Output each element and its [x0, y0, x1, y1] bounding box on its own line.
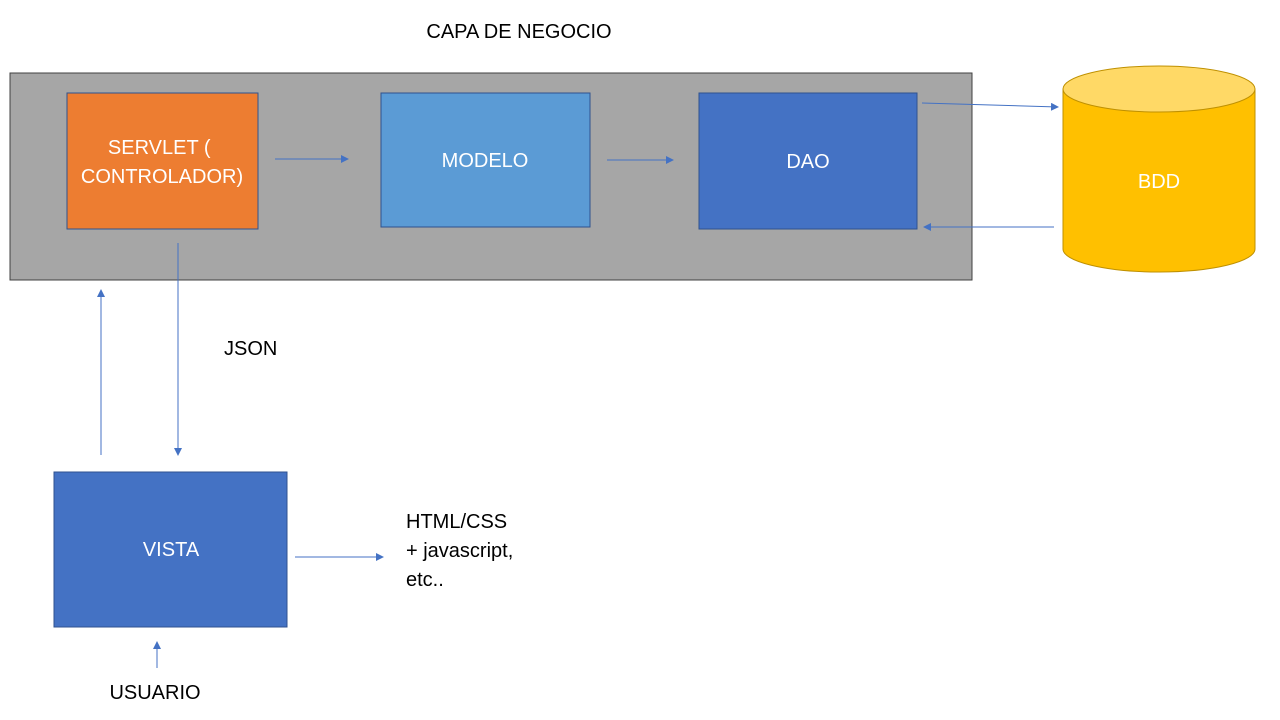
tech-label: HTML/CSS + javascript, etc.. — [406, 511, 519, 591]
bdd-database-icon: BDD — [1062, 65, 1256, 273]
servlet-label-line2: CONTROLADOR) — [81, 166, 243, 188]
tech-label-line2: + javascript, — [406, 540, 513, 562]
servlet-node: SERVLET ( CONTROLADOR) — [66, 92, 259, 230]
servlet-label-line1: SERVLET ( — [108, 137, 211, 159]
tech-label-line3: etc.. — [406, 569, 444, 591]
vista-node: VISTA — [53, 471, 288, 628]
tech-label-line1: HTML/CSS — [406, 511, 507, 533]
servlet-box — [66, 92, 259, 230]
bdd-cylinder-top — [1062, 65, 1256, 113]
usuario-label: USUARIO — [109, 682, 200, 704]
vista-label: VISTA — [143, 539, 200, 561]
layer-title: CAPA DE NEGOCIO — [426, 21, 611, 43]
vista-box — [53, 471, 288, 628]
bdd-label: BDD — [1138, 171, 1180, 193]
modelo-node: MODELO — [380, 92, 591, 228]
bdd-cylinder-body — [1062, 88, 1256, 273]
modelo-box — [380, 92, 591, 228]
dao-label: DAO — [786, 151, 829, 173]
svg-text:SERVLET ( CONTROLADOR): SERVLET ( CONTROLADOR) — [81, 137, 243, 188]
json-label: JSON — [224, 338, 277, 360]
dao-node: DAO — [698, 92, 918, 230]
dao-box — [698, 92, 918, 230]
arrow-dao-to-bdd — [921, 102, 1059, 111]
modelo-label: MODELO — [442, 150, 529, 172]
